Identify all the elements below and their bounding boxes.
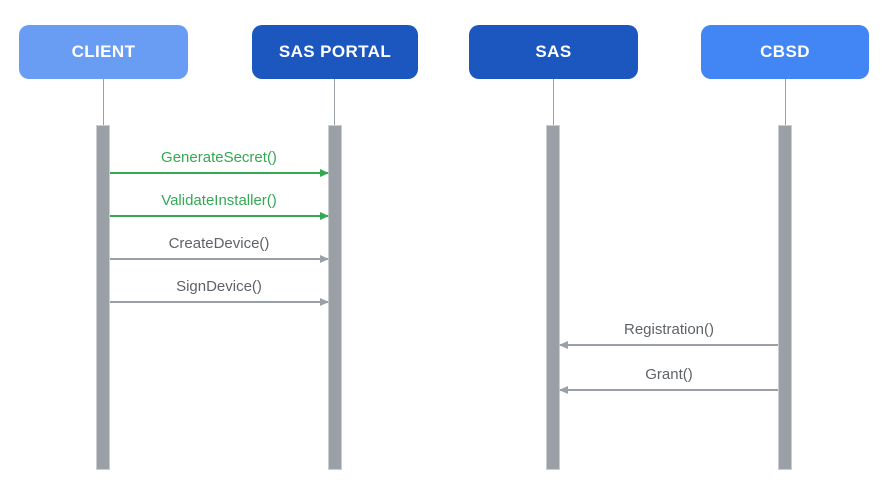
arrowhead-left-icon [559,340,568,349]
arrowhead-right-icon [320,297,329,306]
actor-label-cbsd: CBSD [760,42,810,61]
message-label: SignDevice() [176,278,262,295]
message-label: GenerateSecret() [161,149,277,166]
message-arrow [110,297,329,306]
actor-box-cbsd: CBSD [701,25,869,79]
message-label: Grant() [645,366,693,383]
lifeline-client [103,79,104,125]
message-create-device: CreateDevice() [110,234,329,263]
arrowhead-left-icon [559,385,568,394]
arrowhead-right-icon [320,254,329,263]
message-registration: Registration() [559,320,778,349]
message-arrow [110,254,329,263]
message-label: ValidateInstaller() [161,192,277,209]
activation-bar-sas [546,125,560,470]
arrowhead-right-icon [320,211,329,220]
message-sign-device: SignDevice() [110,277,329,306]
actor-label-client: CLIENT [71,42,136,61]
message-grant: Grant() [559,365,778,394]
activation-bar-sas-portal [328,125,342,470]
message-validate-installer: ValidateInstaller() [110,191,329,220]
message-arrow [559,340,778,349]
message-label: Registration() [623,321,715,338]
message-label: CreateDevice() [168,235,270,252]
activation-bar-client [96,125,110,470]
actor-box-sas: SAS [469,25,638,79]
message-arrow [110,168,329,177]
message-arrow [110,211,329,220]
lifeline-cbsd [785,79,786,125]
arrowhead-right-icon [320,168,329,177]
lifeline-sas-portal [334,79,335,125]
activation-bar-cbsd [778,125,792,470]
lifeline-sas [553,79,554,125]
actor-label-sas: SAS [535,42,572,61]
actor-box-sas-portal: SAS PORTAL [252,25,418,79]
message-generate-secret: GenerateSecret() [110,148,329,177]
actor-label-sas-portal: SAS PORTAL [278,42,392,61]
message-arrow [559,385,778,394]
actor-box-client: CLIENT [19,25,188,79]
